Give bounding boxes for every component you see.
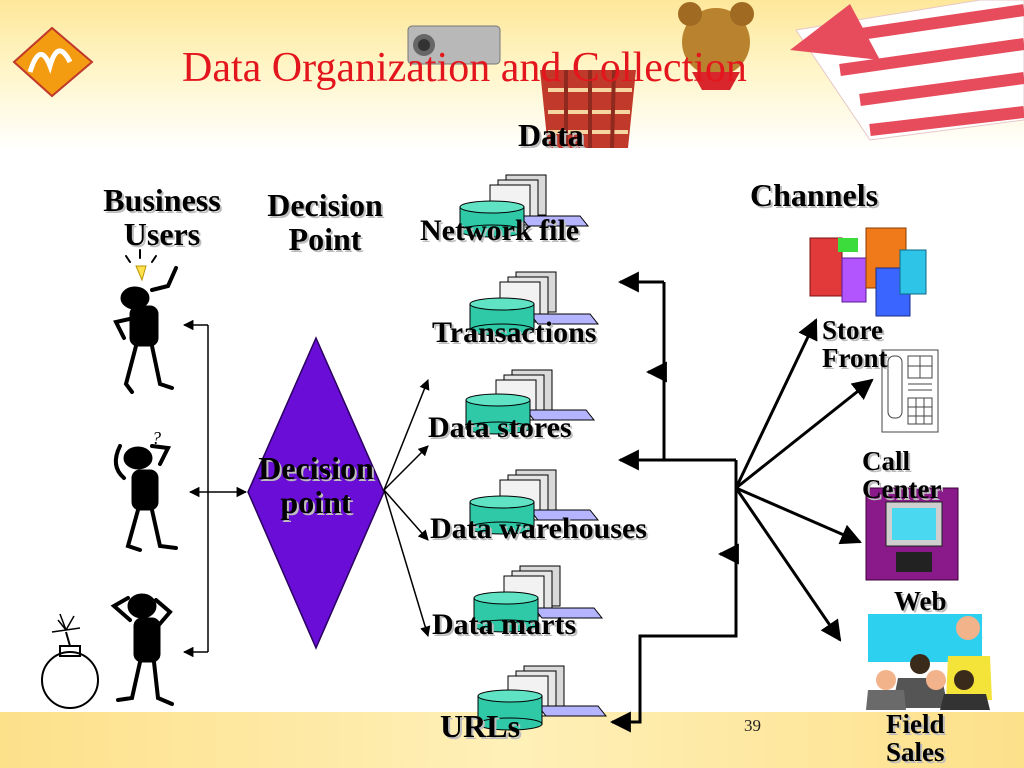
business-users-line1: Business	[103, 182, 221, 218]
data-stores-stack-icon	[465, 369, 596, 435]
network-file-stack-icon	[459, 174, 590, 238]
channel-call-center: Call Center	[862, 447, 941, 504]
telephone-icon	[881, 349, 939, 433]
data-marts-stack-icon	[473, 565, 604, 633]
store-buildings-icon	[809, 227, 927, 317]
decision-diamond-label: Decision point	[240, 450, 392, 520]
decision-point-line2: Point	[288, 220, 362, 257]
decision-arrows	[383, 379, 431, 638]
teddy-bear-icon	[678, 2, 754, 90]
logo-icon	[12, 26, 94, 98]
diamond-line1: Decision	[258, 450, 374, 486]
svg-text:?: ?	[152, 428, 161, 448]
transactions-stack-icon	[469, 271, 600, 337]
users-bracket	[182, 319, 248, 658]
decision-point-line1: Decision	[267, 187, 383, 223]
diamond-line2: point	[280, 483, 352, 520]
business-users-line2: Users	[123, 215, 201, 252]
computer-icon	[865, 487, 959, 581]
urls-stack-icon	[477, 665, 608, 731]
user-idea-figure	[113, 249, 178, 394]
business-users-header: Business Users	[88, 182, 236, 252]
field-line1: Field	[886, 709, 945, 739]
source-data-warehouses: Data warehouses	[430, 512, 647, 545]
decision-point-header: Decision Point	[252, 187, 398, 257]
page-number: 39	[744, 716, 761, 735]
source-urls: URLs	[440, 708, 521, 744]
call-line2: Center	[862, 474, 942, 505]
channel-connectors	[609, 271, 874, 733]
channel-field-sales: Field Sales	[886, 710, 945, 767]
user-frustrated-figure	[110, 593, 174, 706]
data-header: Data	[518, 117, 584, 153]
channel-store-front: Store Front	[822, 316, 888, 373]
gift-bag-icon	[540, 69, 636, 149]
call-line1: Call	[862, 446, 911, 476]
field-line2: Sales	[886, 737, 945, 768]
channel-web: Web	[894, 586, 947, 616]
source-data-marts: Data marts	[432, 608, 577, 641]
source-transactions: Transactions	[432, 316, 597, 349]
page-title: Data Organization and Collection	[182, 45, 747, 91]
camera-icon	[407, 25, 501, 65]
store-line2: Front	[822, 343, 888, 374]
data-warehouses-stack-icon	[469, 469, 600, 535]
store-line1: Store	[822, 315, 883, 345]
user-question-figure	[113, 444, 178, 552]
source-network-file: Network file	[420, 214, 580, 247]
bomb-icon	[41, 613, 99, 709]
field-sales-people-icon	[866, 614, 992, 710]
channels-header: Channels	[750, 177, 879, 213]
decision-diamond	[247, 336, 385, 650]
source-data-stores: Data stores	[428, 411, 572, 444]
gift-box-icon	[790, 0, 1024, 141]
